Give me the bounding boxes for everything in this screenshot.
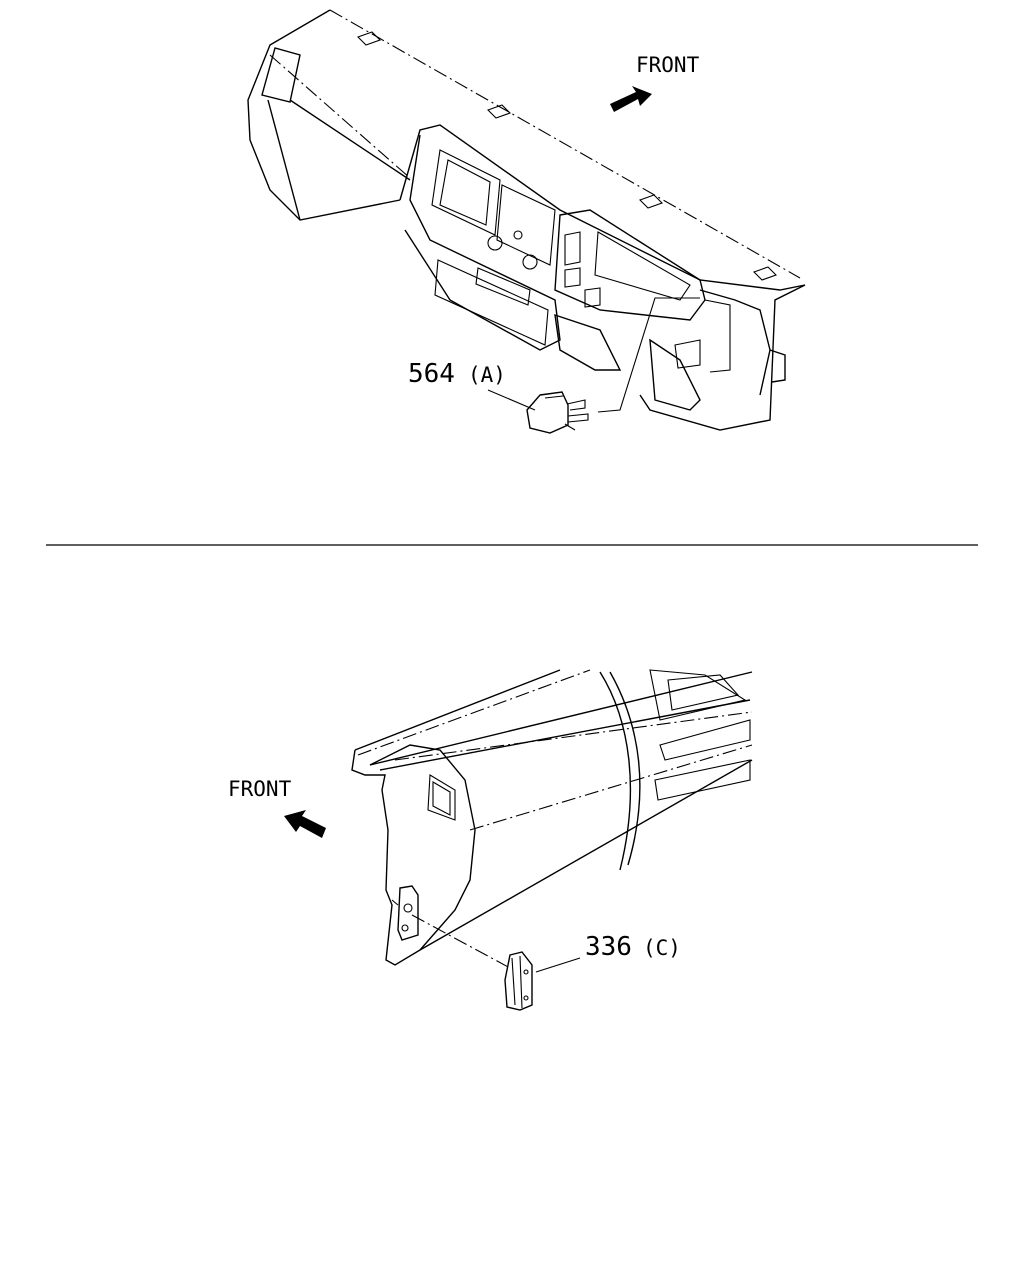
front-arrow-icon [284,810,326,838]
upper-view: FRONT 564 (A) [247,9,806,434]
callout-564-number: 564 [408,359,455,389]
callout-564-ref: (A) [468,363,506,387]
callout-336-ref: (C) [643,936,681,960]
front-arrow-icon [610,86,652,112]
callout-leader-564 [487,389,536,411]
front-label: FRONT [636,53,700,77]
lower-view: FRONT 336 (C) [228,669,753,1011]
front-label-lower: FRONT [228,777,292,801]
callout-336-number: 336 [585,932,632,962]
dashboard-end-assembly [351,669,753,969]
part-564-switch [526,391,589,434]
dashboard-assembly [247,9,806,431]
part-336-bracket [504,951,533,1011]
callout-leader-336 [535,957,581,973]
